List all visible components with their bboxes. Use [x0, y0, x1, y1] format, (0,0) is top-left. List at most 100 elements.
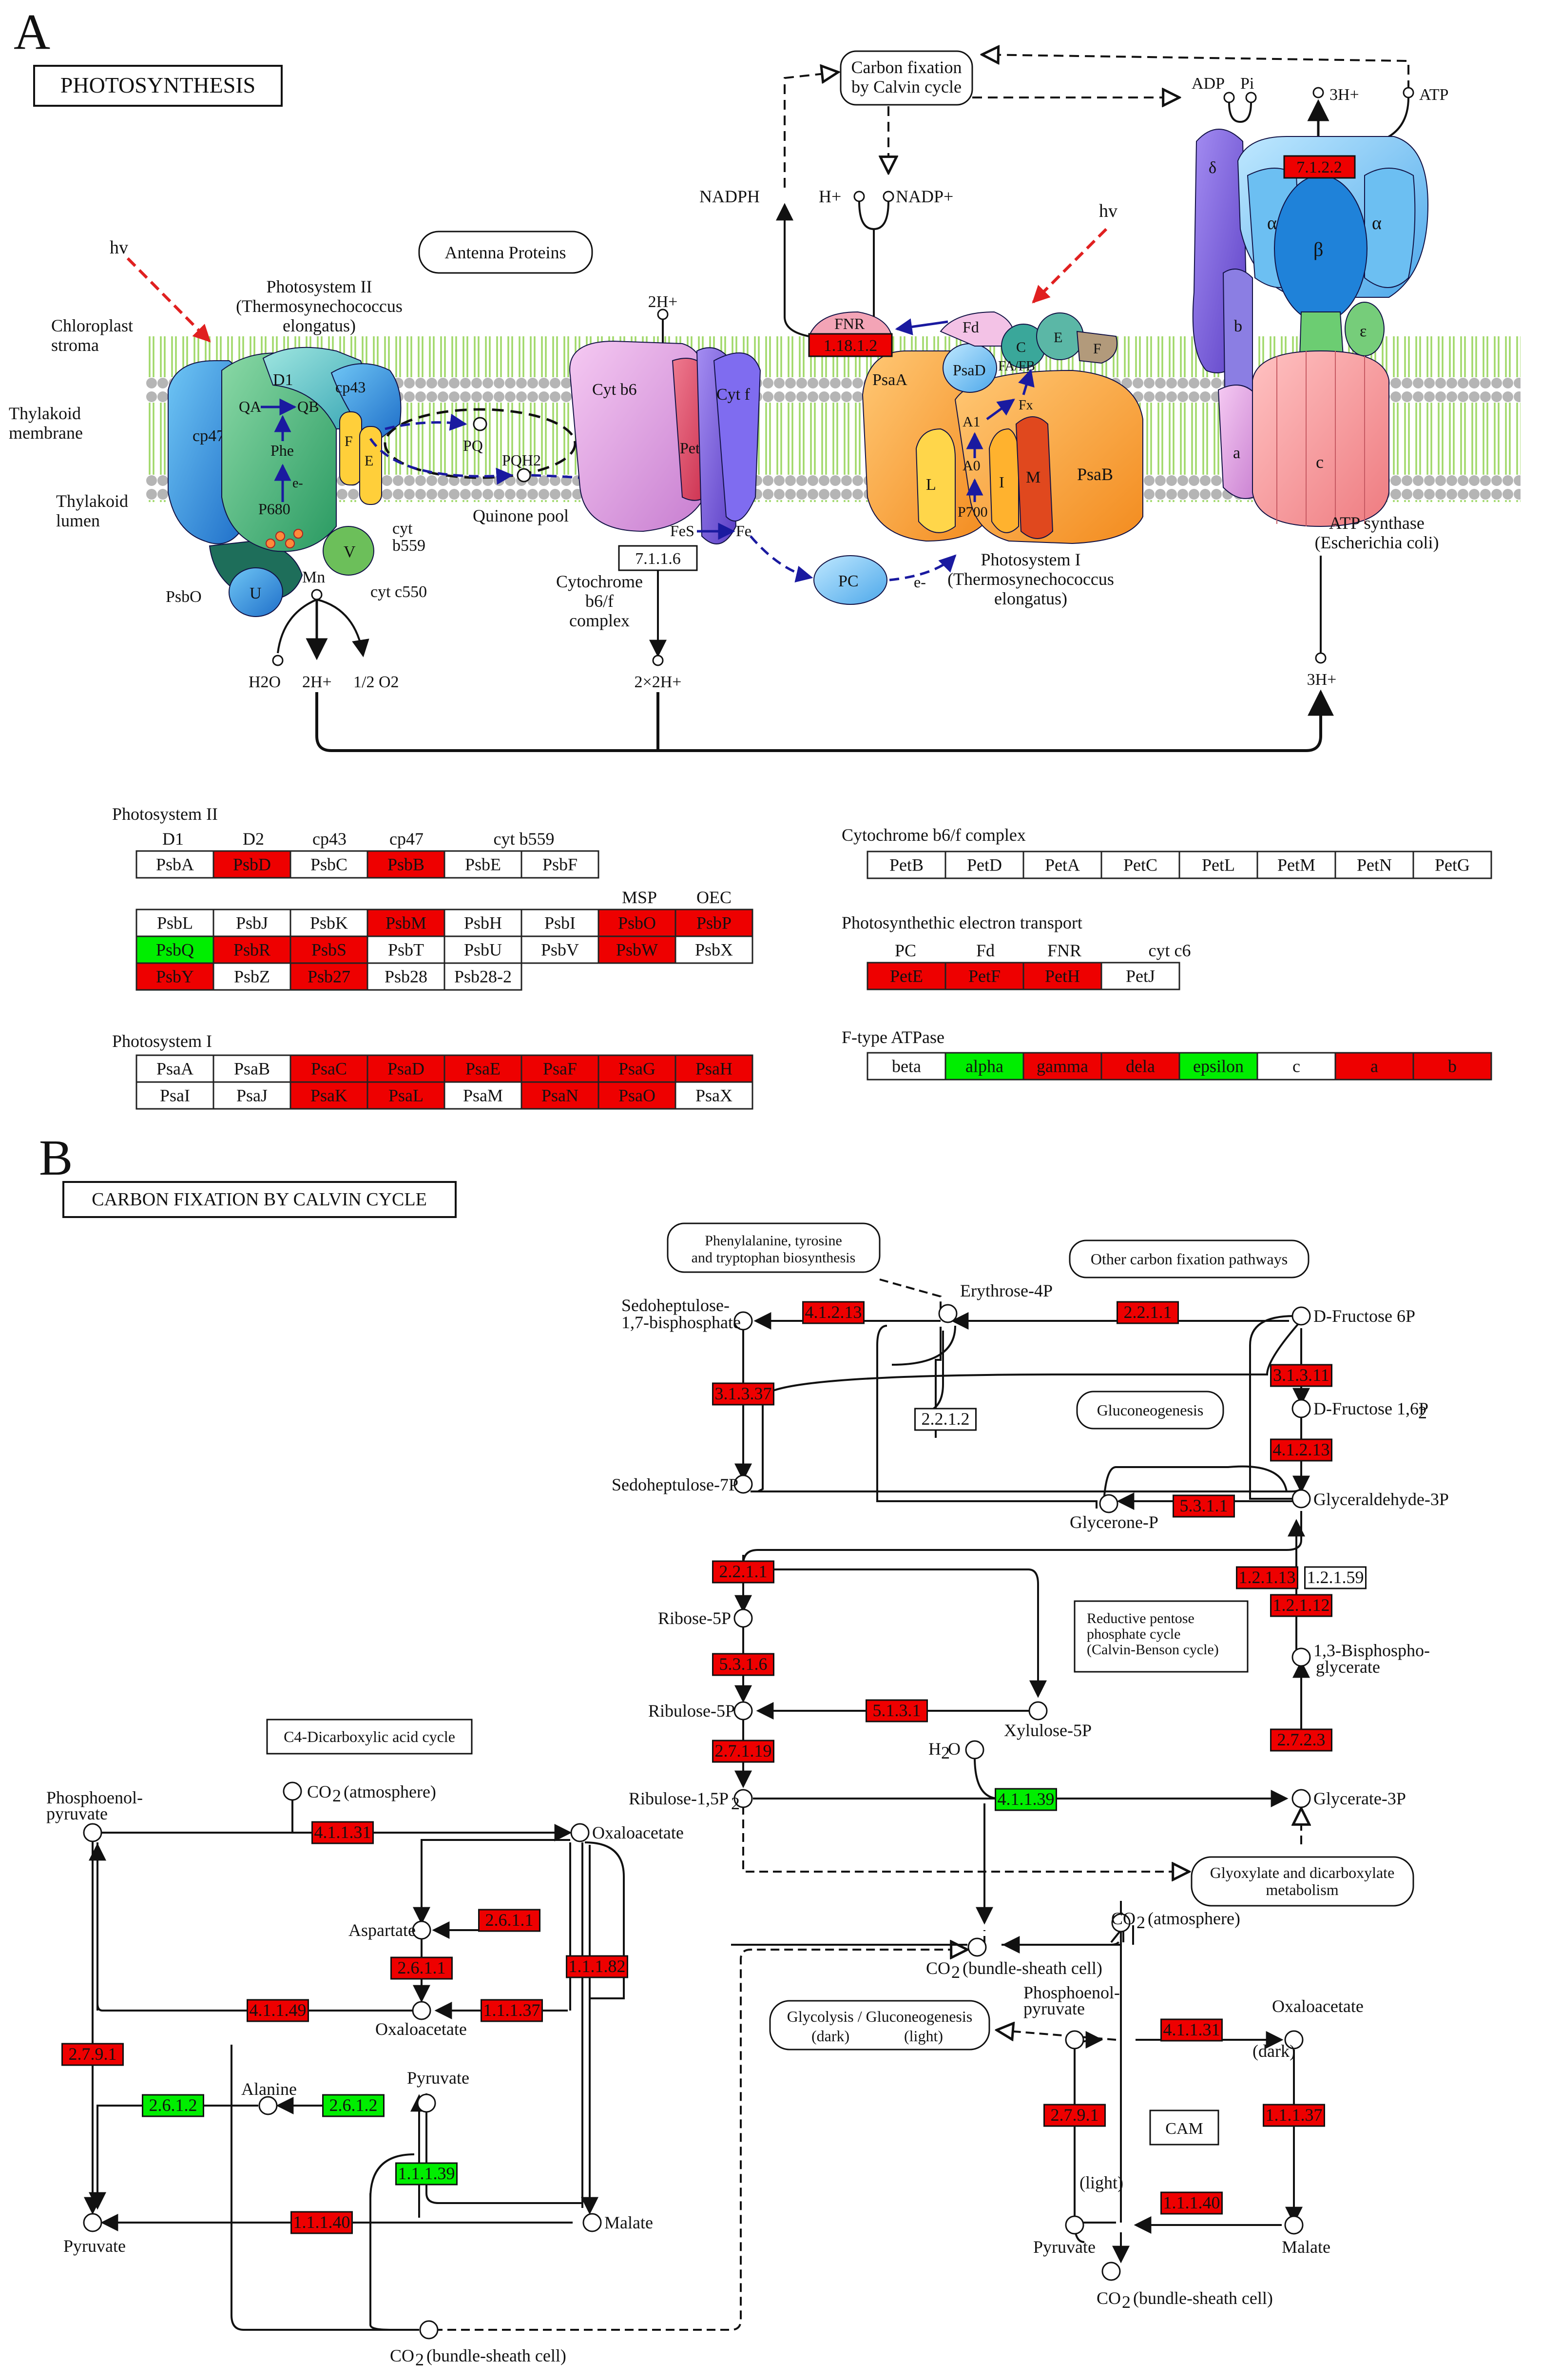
node-oxaloacetate-mid[interactable] — [412, 2001, 431, 2020]
ec-box-2-7-2-3[interactable]: 2.7.2.3 — [1270, 1728, 1332, 1752]
node-bisphosphoglycerate[interactable] — [1291, 1647, 1311, 1667]
gene-psii-psb27[interactable]: Psb27 — [289, 962, 368, 991]
node-alanine[interactable] — [258, 2096, 278, 2115]
ec-box-4-1-2-13[interactable]: 4.1.2.13 — [1270, 1438, 1332, 1462]
gene-atp-gamma[interactable]: gamma — [1022, 1052, 1102, 1081]
node-oxaloacetate-right[interactable] — [1284, 2030, 1304, 2050]
gene-psii-psbp[interactable]: PsbP — [674, 909, 753, 937]
node-malate-left[interactable] — [582, 2213, 602, 2232]
gene-psi-psag[interactable]: PsaG — [597, 1054, 676, 1083]
node-glyceraldehyde3p[interactable] — [1291, 1489, 1311, 1509]
gene-psi-psan[interactable]: PsaN — [520, 1081, 599, 1110]
gene-psii-psbc[interactable]: PsbC — [289, 850, 368, 879]
ec-box-1-1-1-37[interactable]: 1.1.1.37 — [481, 1999, 543, 2022]
node-pyruvate-mid[interactable] — [417, 2093, 436, 2113]
carbon-fixation-box[interactable]: Carbon fixation by Calvin cycle — [840, 50, 973, 106]
ec-box-1-1-1-37[interactable]: 1.1.1.37 — [1263, 2104, 1325, 2127]
ec-box-2-6-1-2[interactable]: 2.6.1.2 — [322, 2094, 385, 2117]
gene-pet-peth[interactable]: PetH — [1022, 962, 1102, 990]
gene-psi-psab[interactable]: PsaB — [212, 1054, 291, 1083]
gene-psii-psbx[interactable]: PsbX — [674, 935, 753, 964]
gene-psi-psae[interactable]: PsaE — [443, 1054, 522, 1083]
node-glycerate3p[interactable] — [1291, 1789, 1311, 1808]
ec-box-1-2-1-12[interactable]: 1.2.1.12 — [1270, 1594, 1332, 1617]
gene-psii-psb28-2[interactable]: Psb28-2 — [443, 962, 522, 991]
node-pep-right[interactable] — [1065, 2030, 1084, 2050]
pathway-box-phe-tyr[interactable]: Phenylalanine, tyrosine and tryptophan b… — [667, 1222, 881, 1273]
gene-psi-psaj[interactable]: PsaJ — [212, 1081, 291, 1110]
ec-box-4-1-2-13[interactable]: 4.1.2.13 — [802, 1301, 865, 1324]
pathway-box-gluconeogenesis[interactable]: Gluconeogenesis — [1076, 1391, 1224, 1430]
gene-psii-psb28[interactable]: Psb28 — [366, 962, 445, 991]
ec-box-4-1-1-31[interactable]: 4.1.1.31 — [1160, 2018, 1223, 2042]
ec-box-5-3-1-1[interactable]: 5.3.1.1 — [1173, 1494, 1235, 1518]
ec-box-2-7-9-1[interactable]: 2.7.9.1 — [61, 2043, 124, 2066]
gene-psi-psai[interactable]: PsaI — [135, 1081, 214, 1110]
gene-psi-psam[interactable]: PsaM — [443, 1081, 522, 1110]
gene-psii-psby[interactable]: PsbY — [135, 962, 214, 991]
ec-box-2-7-9-1[interactable]: 2.7.9.1 — [1043, 2104, 1106, 2127]
antenna-proteins-box[interactable]: Antenna Proteins — [418, 231, 593, 274]
gene-psii-psbf[interactable]: PsbF — [520, 850, 599, 879]
node-sedo17[interactable] — [733, 1311, 753, 1331]
gene-pet-pete[interactable]: PetE — [867, 962, 946, 990]
node-pyruvate-left[interactable] — [83, 2213, 102, 2232]
node-rubp[interactable] — [733, 1789, 753, 1808]
gene-psii-psba[interactable]: PsbA — [135, 850, 214, 879]
ec-box-4-1-1-31[interactable]: 4.1.1.31 — [311, 1821, 374, 1844]
gene-psii-psbu[interactable]: PsbU — [443, 935, 522, 964]
gene-psi-psal[interactable]: PsaL — [366, 1081, 445, 1110]
gene-psii-psbv[interactable]: PsbV — [520, 935, 599, 964]
node-sedo7p[interactable] — [733, 1474, 753, 1494]
gene-psii-psbh[interactable]: PsbH — [443, 909, 522, 937]
gene-psi-psaf[interactable]: PsaF — [520, 1054, 599, 1083]
gene-psii-psbz[interactable]: PsbZ — [212, 962, 291, 991]
node-co2-atm-left[interactable] — [283, 1781, 302, 1801]
gene-pet-petf[interactable]: PetF — [944, 962, 1024, 990]
ec-box-2-2-1-2[interactable]: 2.2.1.2 — [914, 1408, 977, 1431]
gene-atp-c[interactable]: c — [1256, 1052, 1336, 1081]
node-h2o[interactable] — [965, 1740, 984, 1760]
ec-7-1-2-2[interactable]: 7.1.2.2 — [1296, 158, 1342, 176]
ec-box-1-2-1-13[interactable]: 1.2.1.13 — [1236, 1566, 1298, 1589]
node-co2-bundle-mid[interactable] — [967, 1937, 987, 1957]
gene-psii-psbe[interactable]: PsbE — [443, 850, 522, 879]
gene-atp-beta[interactable]: beta — [867, 1052, 946, 1081]
ec-box-4-1-1-49[interactable]: 4.1.1.49 — [247, 1999, 309, 2022]
node-malate-right[interactable] — [1284, 2215, 1304, 2235]
gene-cyt-petd[interactable]: PetD — [944, 851, 1024, 879]
ec-box-5-3-1-6[interactable]: 5.3.1.6 — [712, 1653, 774, 1676]
gene-psi-psah[interactable]: PsaH — [674, 1054, 753, 1083]
ec-box-2-7-1-19[interactable]: 2.7.1.19 — [712, 1740, 774, 1763]
gene-cyt-petg[interactable]: PetG — [1412, 851, 1492, 879]
ec-box-1-1-1-39[interactable]: 1.1.1.39 — [395, 2162, 458, 2186]
pathway-box-c4[interactable]: C4-Dicarboxylic acid cycle — [266, 1719, 473, 1755]
gene-atp-b[interactable]: b — [1412, 1052, 1492, 1081]
ec-box-2-6-1-1[interactable]: 2.6.1.1 — [390, 1956, 453, 1980]
pathway-box-glyoxylate[interactable]: Glyoxylate and dicarboxylate metabolism — [1191, 1856, 1414, 1907]
gene-psii-psbt[interactable]: PsbT — [366, 935, 445, 964]
ec-box-1-1-1-40[interactable]: 1.1.1.40 — [290, 2211, 353, 2234]
gene-cyt-petb[interactable]: PetB — [867, 851, 946, 879]
gene-atp-epsilon[interactable]: epsilon — [1178, 1052, 1258, 1081]
gene-atp-a[interactable]: a — [1334, 1052, 1414, 1081]
node-glycerone-p[interactable] — [1099, 1494, 1118, 1513]
gene-psii-psbw[interactable]: PsbW — [597, 935, 676, 964]
ec-1-18-1-2[interactable]: 1.18.1.2 — [824, 337, 878, 355]
gene-psi-psaa[interactable]: PsaA — [135, 1054, 214, 1083]
ec-box-2-2-1-1[interactable]: 2.2.1.1 — [712, 1560, 774, 1584]
ec-box-2-2-1-1[interactable]: 2.2.1.1 — [1117, 1301, 1179, 1324]
gene-psii-psbd[interactable]: PsbD — [212, 850, 291, 879]
ec-7-1-1-6[interactable]: 7.1.1.6 — [635, 550, 681, 568]
node-co2-atm-right[interactable] — [1111, 1913, 1131, 1933]
gene-psii-psbk[interactable]: PsbK — [289, 909, 368, 937]
gene-psi-psax[interactable]: PsaX — [674, 1081, 753, 1110]
gene-psii-psbi[interactable]: PsbI — [520, 909, 599, 937]
pathway-box-cam[interactable]: CAM — [1149, 2109, 1219, 2146]
pathway-box-other-cf[interactable]: Other carbon fixation pathways — [1069, 1239, 1310, 1278]
ec-box-3-1-3-11[interactable]: 3.1.3.11 — [1270, 1364, 1332, 1387]
gene-cyt-petl[interactable]: PetL — [1178, 851, 1258, 879]
pathway-box-glycolysis[interactable]: Glycolysis / Gluconeogenesis (dark) (lig… — [769, 2000, 990, 2051]
ec-box-1-1-1-82[interactable]: 1.1.1.82 — [566, 1955, 628, 1978]
gene-pet-petj[interactable]: PetJ — [1100, 962, 1180, 990]
